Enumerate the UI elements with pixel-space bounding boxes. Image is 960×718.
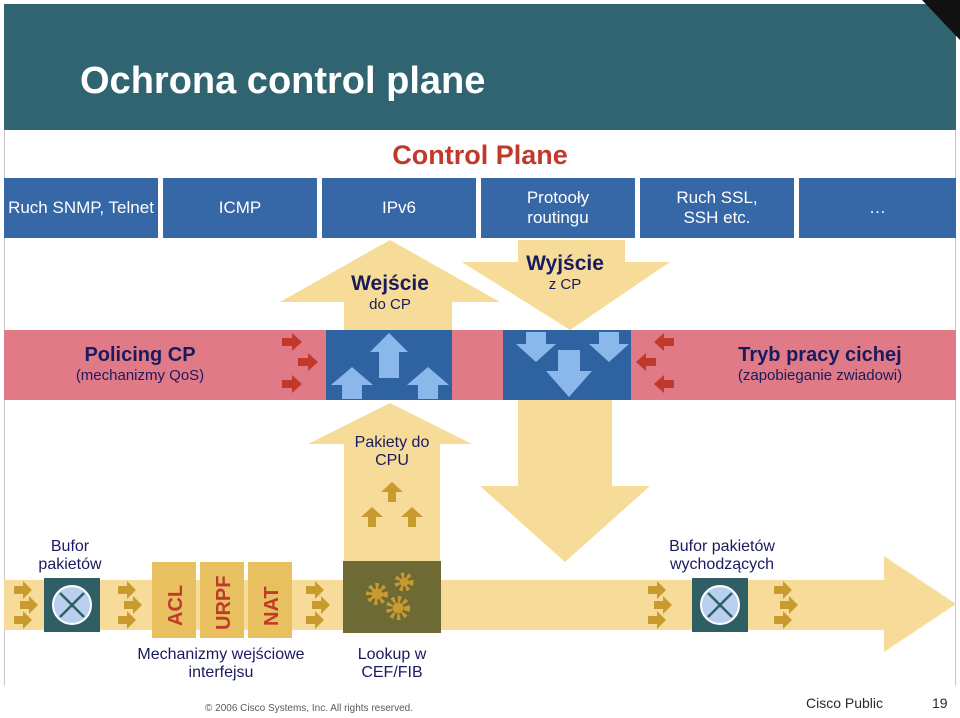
- footer-bar: [4, 688, 956, 718]
- output-cp-label: Wyjście z CP: [505, 252, 625, 293]
- service-label: Protooły routingu: [526, 188, 590, 227]
- service-routing-protocols: Protooły routingu: [481, 178, 635, 238]
- output-buffer-label: Bufor pakietów wychodzących: [669, 538, 775, 573]
- lookup-label: Lookup w CEF/FIB: [357, 646, 427, 681]
- silent-mode-label: Tryb pracy cichej (zapobieganie zwiadowi…: [700, 344, 940, 384]
- input-cp-title: Wejście: [351, 272, 429, 295]
- feature-nat-label: NAT: [261, 586, 283, 626]
- classification-label: Cisco Public: [806, 695, 884, 711]
- lookup-gear-box: [343, 561, 441, 633]
- output-cp-sub: z CP: [548, 276, 582, 293]
- silent-mode-sub: (zapobieganie zwiadowi): [737, 367, 903, 384]
- input-cp-label: Wejście do CP: [330, 272, 450, 313]
- slide-title: Ochrona control plane: [80, 60, 486, 102]
- input-cp-arrow: [280, 240, 500, 330]
- service-ssl-ssh: Ruch SSL, SSH etc.: [640, 178, 794, 238]
- output-cp-arrow: [462, 240, 670, 330]
- service-icmp: ICMP: [163, 178, 317, 238]
- urpf-box: [200, 562, 244, 638]
- policing-band: [4, 330, 956, 400]
- slide-frame: [4, 130, 956, 686]
- service-label: …: [869, 198, 886, 218]
- title-bar: [4, 4, 956, 130]
- copyright-text: © 2006 Cisco Systems, Inc. All rights re…: [205, 703, 414, 714]
- service-label: ICMP: [218, 198, 262, 218]
- policing-title: Policing CP: [84, 344, 196, 366]
- service-snmp-telnet: Ruch SNMP, Telnet: [4, 178, 158, 238]
- input-cp-sub: do CP: [369, 296, 411, 313]
- gear-icon: [366, 572, 414, 620]
- policing-label: Policing CP (mechanizmy QoS): [40, 344, 240, 384]
- control-plane-title: Control Plane: [392, 140, 568, 170]
- feature-urpf-label: URPF: [213, 576, 235, 630]
- output-down-arrow: [480, 400, 650, 562]
- feature-acl-label: ACL: [165, 585, 187, 626]
- corner-decoration: [922, 0, 960, 40]
- output-cp-title: Wyjście: [526, 252, 604, 275]
- service-label: Ruch SSL, SSH etc.: [676, 188, 758, 227]
- acl-box: [152, 562, 196, 638]
- page-number: 19: [932, 695, 948, 711]
- silent-mode-title: Tryb pracy cichej: [738, 344, 902, 366]
- input-buffer-label: Bufor pakietów: [38, 538, 102, 573]
- service-more: …: [799, 178, 956, 238]
- input-features-label: Mechanizmy wejściowe interfejsu: [137, 646, 305, 681]
- service-label: IPv6: [381, 198, 417, 218]
- service-label: Ruch SNMP, Telnet: [8, 198, 154, 218]
- packets-to-cpu-label: Pakiety do CPU: [354, 434, 430, 469]
- policing-sub: (mechanizmy QoS): [75, 367, 205, 384]
- service-ipv6: IPv6: [322, 178, 476, 238]
- packets-to-cpu-arrow: [308, 403, 472, 562]
- pipeline-arrow: [4, 556, 956, 652]
- nat-box: [248, 562, 292, 638]
